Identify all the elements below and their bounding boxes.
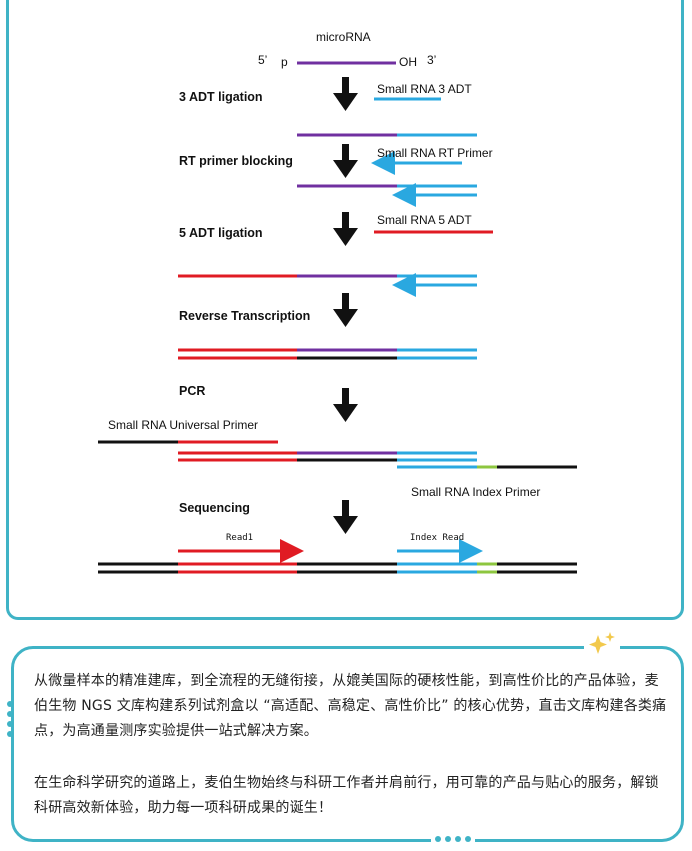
microrna-label: microRNA: [316, 30, 371, 44]
three-prime-label: 3’: [427, 53, 437, 67]
sequencing-library: [98, 562, 577, 574]
step-sequencing: Sequencing: [179, 501, 250, 515]
intro-paragraph: 从微量样本的精准建库，到全流程的无缝衔接，从媲美国际的硬核性能，到高性价比的产品…: [34, 673, 667, 739]
five-prime-label: 5’: [258, 53, 268, 67]
read1-label: Read1: [226, 533, 254, 543]
step-arrows: [333, 77, 358, 534]
universal-primer-label: Small RNA Universal Primer: [108, 418, 259, 432]
index-primer-label: Small RNA Index Primer: [411, 485, 541, 499]
closing-paragraph: 在生命科学研究的道路上，麦伯生物始终与科研工作者并肩前行，用可靠的产品与贴心的服…: [34, 775, 659, 816]
step-reverse-transcription: Reverse Transcription: [179, 309, 311, 323]
diagram-svg: [98, 61, 577, 574]
adt5-label: Small RNA 5 ADT: [377, 213, 472, 227]
phosphate-label: p: [281, 55, 288, 69]
description-card: 从微量样本的精准建库，到全流程的无缝衔接，从媲美国际的硬核性能，到高性价比的产品…: [7, 646, 684, 842]
step-3adt-ligation: 3 ADT ligation: [179, 90, 263, 104]
adt3-label: Small RNA 3 ADT: [377, 82, 472, 96]
card-dots-bottom: [431, 836, 475, 842]
rt-primer-label: Small RNA RT Primer: [377, 146, 493, 160]
rt-product: [178, 348, 477, 360]
step-pcr: PCR: [179, 384, 206, 398]
step-rt-primer-blocking: RT primer blocking: [179, 154, 293, 168]
smallrna-library-diagram: microRNA 5’ p OH 3’ 3 ADT ligation RT pr…: [98, 30, 577, 574]
card-dots-left: [7, 701, 13, 737]
pcr-product: [98, 440, 577, 469]
step-5adt-ligation: 5 ADT ligation: [179, 226, 263, 240]
hydroxyl-label: OH: [399, 55, 417, 69]
index-read-label: Index Read: [410, 533, 465, 543]
diagram-frame: [6, 0, 684, 620]
sparkle-icon: [584, 630, 620, 656]
